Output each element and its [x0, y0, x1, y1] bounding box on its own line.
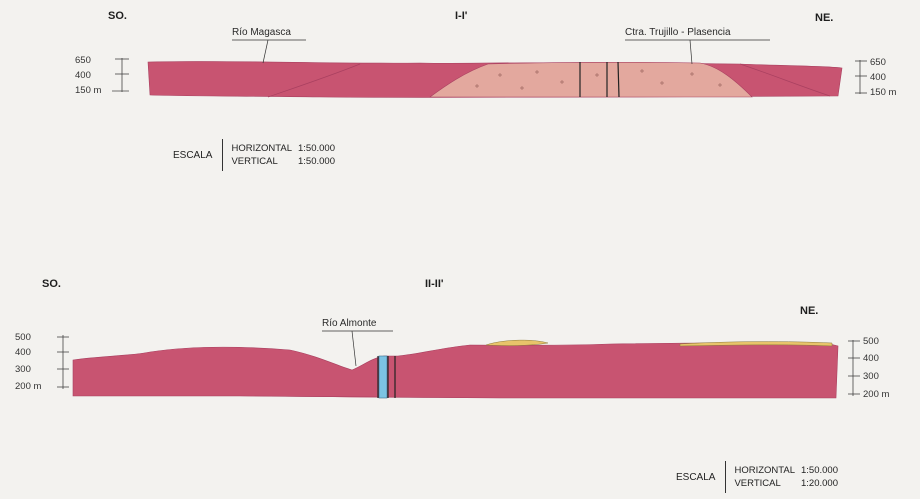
section2-slate-unit — [73, 343, 838, 398]
section2-horizontal-value: 1:50.000 — [801, 465, 838, 476]
section2-vertical-label: VERTICAL — [734, 478, 795, 489]
scale-divider — [725, 461, 726, 493]
section2-vertical-value: 1:20.000 — [801, 478, 838, 489]
section2-right-tick-1: 500 — [863, 336, 879, 347]
section2-title: II-II' — [425, 278, 444, 290]
section1-label-leaders — [232, 40, 770, 64]
section2-dyke — [379, 356, 387, 398]
section2-left-direction: SO. — [42, 278, 61, 290]
section2-horizontal-label: HORIZONTAL — [734, 465, 795, 476]
section2-right-tick-3: 300 — [863, 371, 879, 382]
section2-river-label: Río Almonte — [322, 318, 376, 329]
section2-surface-deposit-1 — [486, 340, 548, 345]
section2-scale-label: ESCALA — [676, 472, 715, 483]
section2-right-direction: NE. — [800, 305, 818, 317]
section2-left-tick-3: 300 — [15, 364, 31, 375]
section2-left-tick-1: 500 — [15, 332, 31, 343]
section2-right-scale-bracket — [848, 340, 860, 396]
section1-right-scale-bracket — [855, 60, 867, 94]
section2-left-tick-4: 200 m — [15, 381, 41, 392]
section2-right-tick-4: 200 m — [863, 389, 889, 400]
section2-left-tick-2: 400 — [15, 347, 31, 358]
section2-left-scale-bracket — [57, 335, 69, 389]
section1-left-scale-bracket — [112, 58, 129, 92]
section2-right-tick-2: 400 — [863, 353, 879, 364]
section2-scale-legend: ESCALA HORIZONTAL 1:50.000 VERTICAL 1:20… — [676, 461, 838, 493]
section1-granite-unit — [430, 62, 752, 97]
